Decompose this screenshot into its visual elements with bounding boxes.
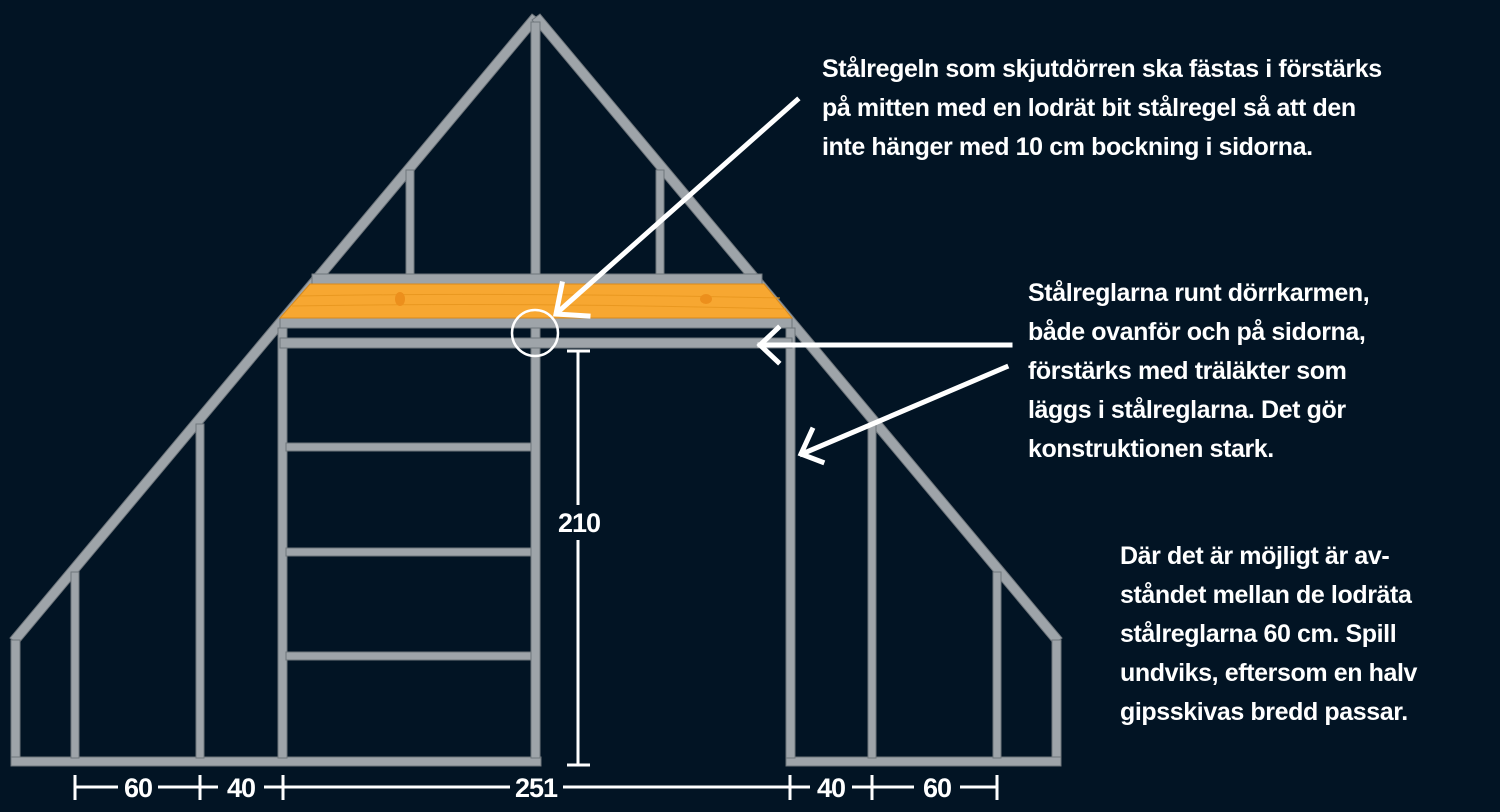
dim-right-inner: 40: [817, 773, 845, 803]
stud: [70, 571, 80, 759]
note-door-frame: Stålreglarna runt dörrkarmen, både ovanf…: [1028, 274, 1370, 469]
dim-right-outer: 60: [923, 773, 951, 803]
arrow-to-center: [552, 96, 801, 319]
door-right-stud: [785, 327, 796, 759]
detail-circle: [510, 308, 560, 358]
stud: [867, 423, 877, 759]
horizontal-noggin: [285, 547, 532, 557]
note-line: på mitten med en lodrät bit stålregel så…: [822, 94, 1356, 122]
dim-door-width: 251: [515, 773, 558, 803]
horizontal-noggin: [285, 442, 532, 452]
upper-stud: [405, 169, 415, 277]
dim-left-inner: 40: [227, 773, 255, 803]
center-stud: [530, 21, 541, 759]
stud: [992, 571, 1002, 759]
note-line: gipsskivas bredd passar.: [1120, 698, 1408, 726]
left-bottom-plate: [10, 756, 542, 767]
note-line: Där det är möjligt är av-: [1120, 542, 1390, 570]
note-line: stålreglarna 60 cm. Spill: [1120, 620, 1397, 648]
note-line: läggs i stålreglarna. Det gör: [1028, 396, 1346, 424]
note-line: konstruktionen stark.: [1028, 435, 1274, 463]
dimension-lines: [73, 349, 999, 800]
right-end-stud: [1051, 639, 1062, 766]
lower-header: [279, 337, 793, 349]
note-line: Stålregeln som skjutdörren ska fästas i …: [822, 55, 1382, 83]
right-bottom-plate: [785, 756, 1062, 767]
note-line: inte hänger med 10 cm bockning i sidorna…: [822, 133, 1313, 161]
note-line: undviks, eftersom en halv: [1120, 659, 1418, 687]
arrow-to-header: [756, 324, 1013, 366]
dim-left-outer: 60: [124, 773, 152, 803]
note-line: både ovanför och på sidorna,: [1028, 318, 1366, 346]
dim-door-height: 210: [558, 508, 600, 538]
collar-beam: [311, 273, 763, 285]
upper-header: [279, 317, 793, 329]
door-left-stud: [277, 327, 288, 759]
wood-beam: [278, 283, 794, 319]
annotations: [510, 96, 1013, 466]
steel-frame: [9, 13, 1063, 767]
left-end-stud: [10, 639, 21, 766]
note-center-reinforcement: Stålregeln som skjutdörren ska fästas i …: [822, 50, 1382, 167]
stud: [195, 423, 205, 759]
note-line: ståndet mellan de lodräta: [1120, 581, 1412, 609]
note-line: Stålreglarna runt dörrkarmen,: [1028, 279, 1370, 307]
horizontal-noggin: [285, 651, 532, 661]
arrow-to-side-stud: [797, 363, 1010, 466]
note-line: förstärks med träläkter som: [1028, 357, 1347, 385]
note-stud-spacing: Där det är möjligt är av- ståndet mellan…: [1120, 537, 1417, 732]
